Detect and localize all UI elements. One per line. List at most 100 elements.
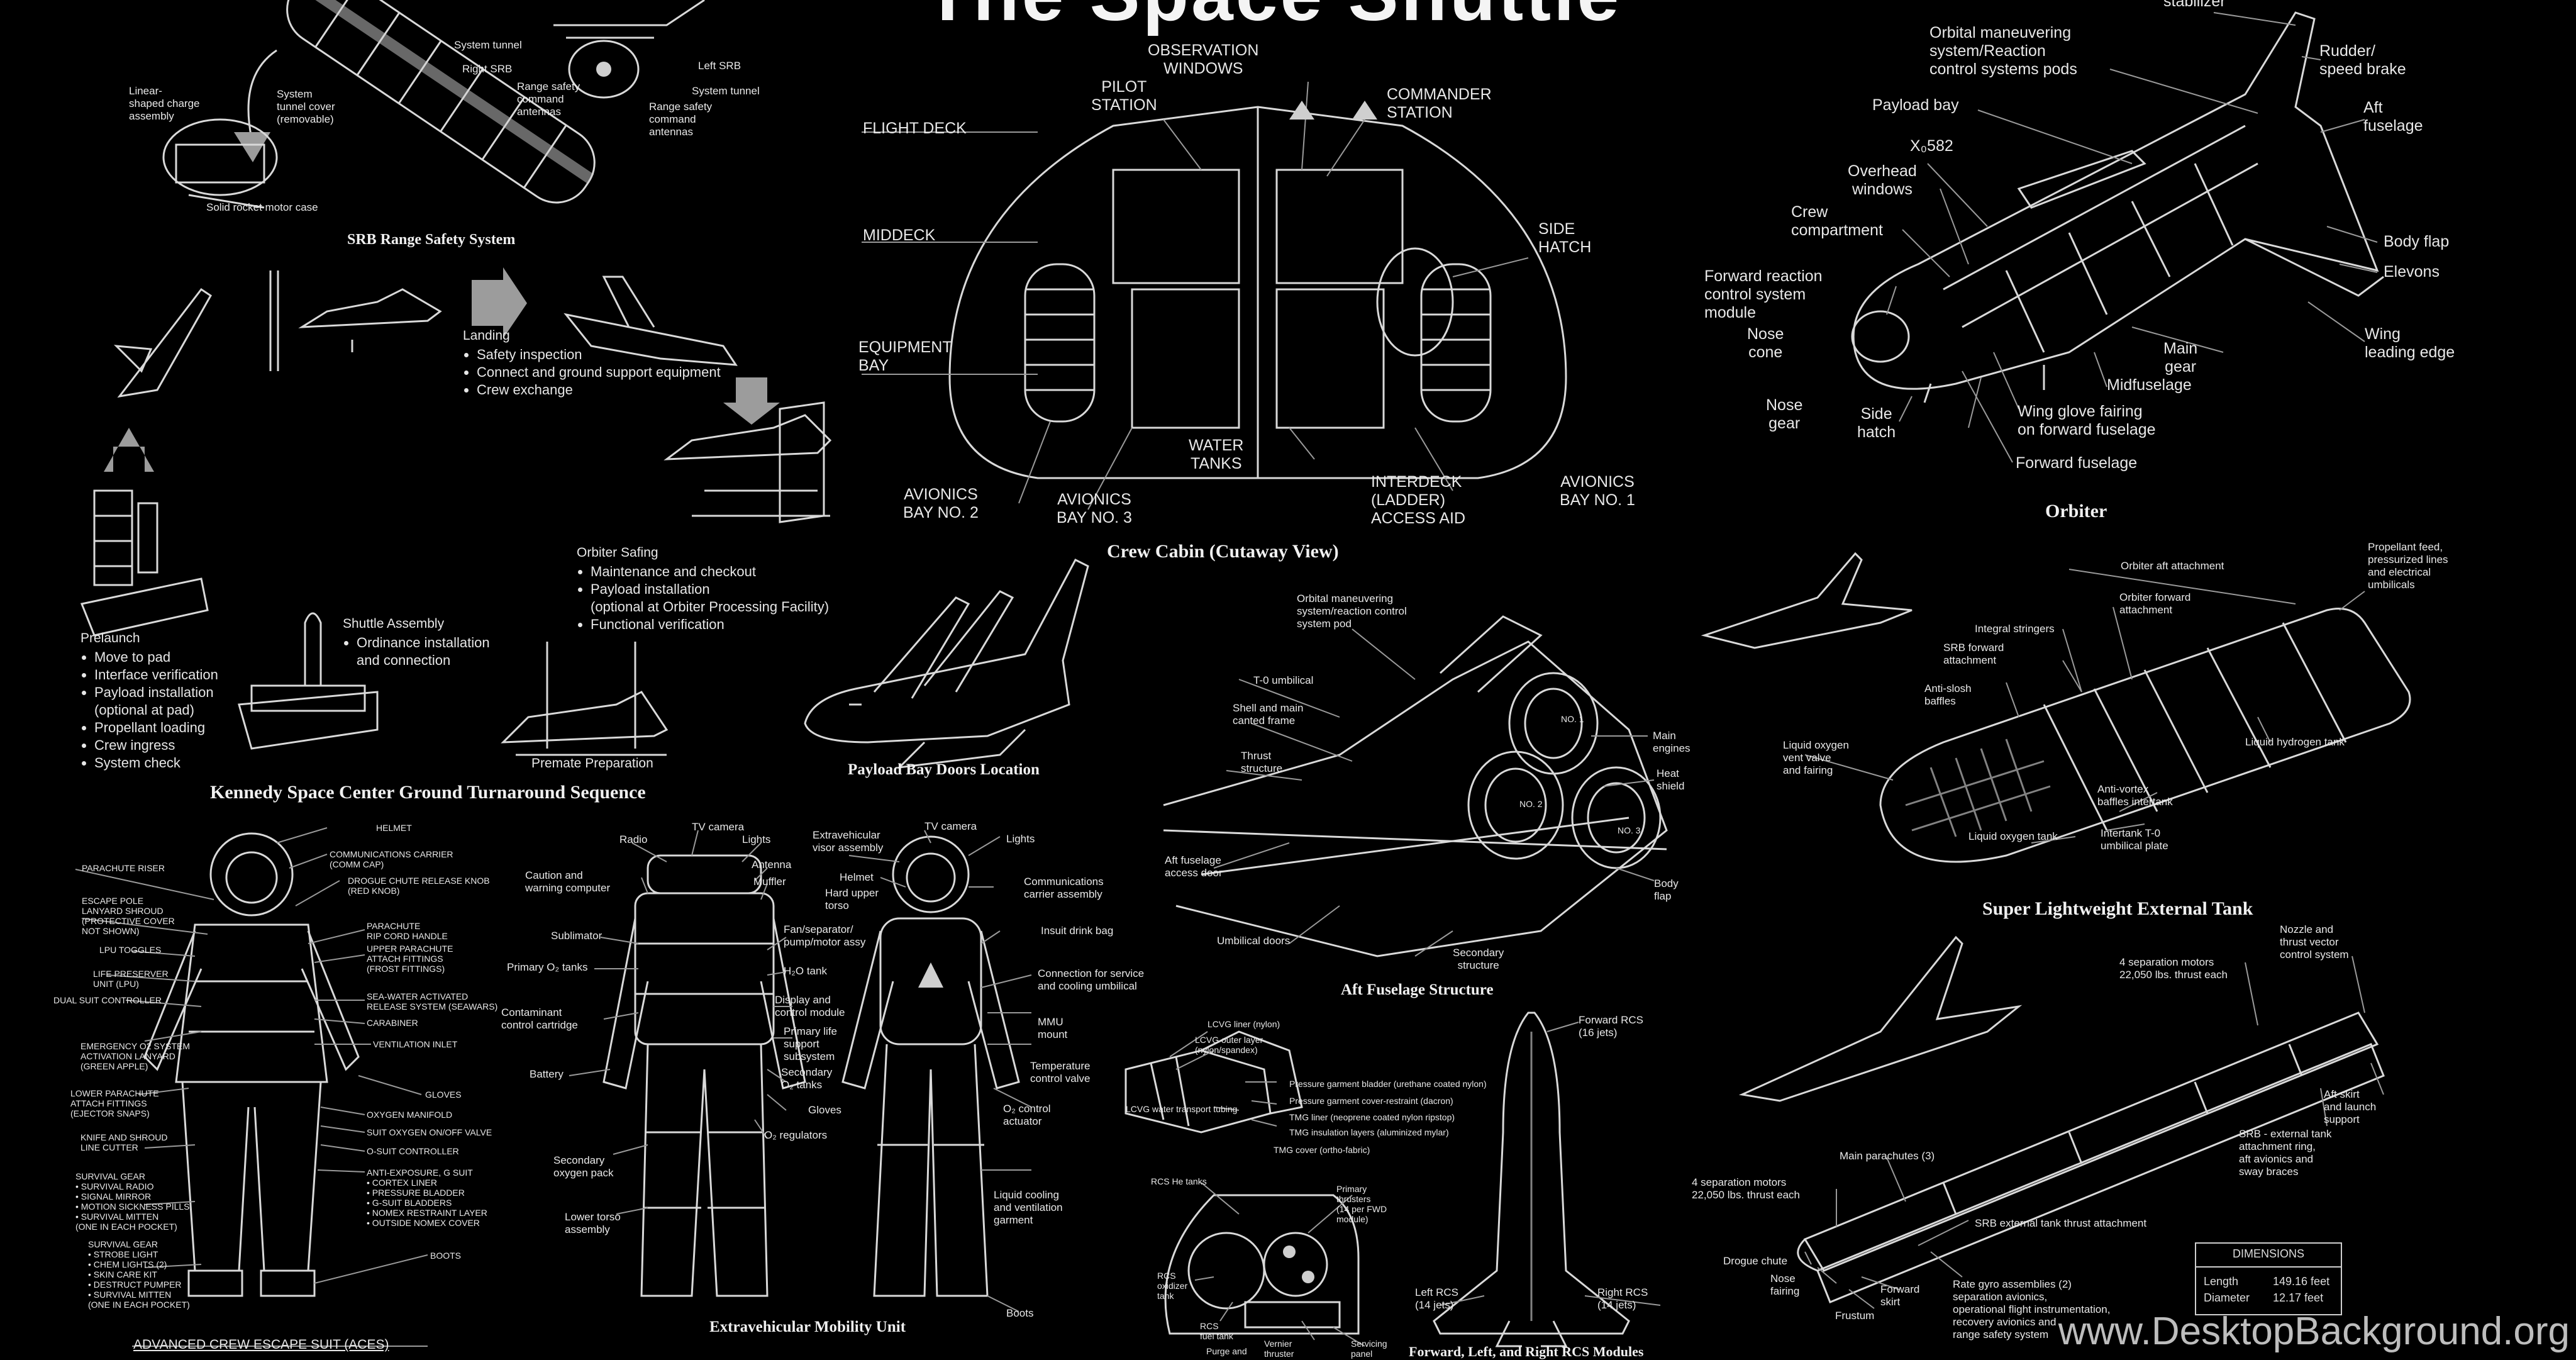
cabin-label-commander-station: COMMANDER STATION xyxy=(1387,86,1492,121)
emu-label-display-control: Display and control module xyxy=(775,994,845,1018)
emu-label-tv-camera-front: TV camera xyxy=(924,820,977,832)
aces-label-seawars: SEA-WATER ACTIVATED RELEASE SYSTEM (SEAW… xyxy=(367,991,498,1012)
emu-label-lower-torso: Lower torso assembly xyxy=(565,1211,621,1235)
emu-label-helmet: Helmet xyxy=(840,871,874,883)
cabin-arrow-up xyxy=(1352,101,1377,120)
rcs-label-vernier: Vernier thruster xyxy=(1264,1339,1294,1359)
orbiter-panel: stabilizer Orbital maneuvering system/Re… xyxy=(1692,0,2576,541)
dimensions-key: Length xyxy=(2204,1275,2239,1288)
payload-bay-panel: Payload Bay Doors Location xyxy=(799,547,1113,786)
ksc-safing-item: Payload installation (optional at Orbite… xyxy=(591,581,829,616)
orbiter-label-forward-rcs: Forward reaction control system module xyxy=(1704,267,1823,321)
aces-label-o-suit-controller: O-SUIT CONTROLLER xyxy=(367,1146,459,1156)
ksc-orbiter-glide xyxy=(114,287,212,398)
ksc-landing-item: Safety inspection xyxy=(477,346,721,364)
aft-label-umbilical-doors: Umbilical doors xyxy=(1217,935,1291,947)
aft-label-t0-umbilical: T-0 umbilical xyxy=(1253,674,1314,686)
emu-label-drink-bag: Insuit drink bag xyxy=(1041,925,1114,937)
aft-label-thrust-structure: Thrust structure xyxy=(1241,750,1283,774)
ksc-safing-item: Maintenance and checkout xyxy=(591,563,829,581)
srbstack-label-sep-motors-fwd: 4 separation motors 22,050 lbs. thrust e… xyxy=(1692,1176,1801,1201)
ksc-safing-item: Functional verification xyxy=(591,616,829,633)
srb-label-system-tunnel-right: System tunnel xyxy=(692,85,760,97)
payload-bay-drawing xyxy=(804,559,1089,769)
srb-label-right-srb: Right SRB xyxy=(462,63,513,75)
tank-label-anti-slosh: Anti-slosh baffles xyxy=(1924,683,1972,707)
orbiter-label-crew-compartment: Crew compartment xyxy=(1791,203,1883,239)
aft-label-engine-3: NO. 3 xyxy=(1618,825,1641,835)
ksc-premate xyxy=(501,642,669,756)
tank-label-srb-forward: SRB forward attachment xyxy=(1943,642,2004,666)
emu-label-visor: Extravehicular visor assembly xyxy=(813,829,884,854)
dimensions-divider xyxy=(2196,1266,2341,1268)
ksc-prelaunch-heading: Prelaunch xyxy=(80,631,140,645)
srb-label-motor-case: Solid rocket motor case xyxy=(206,201,318,213)
ksc-prelaunch-item: Move to pad xyxy=(94,649,218,666)
srbstack-label-nose-fairing: Nose fairing xyxy=(1770,1273,1800,1297)
emu-label-hard-upper-torso: Hard upper torso xyxy=(825,887,879,911)
glove-layers-panel: LCVG liner (nylon) LCVG outer layer (nyl… xyxy=(1113,1019,1516,1164)
emu-label-sublimator: Sublimator xyxy=(551,930,602,942)
aft-fuselage-panel: Orbital maneuvering system/reaction cont… xyxy=(1151,579,1692,1013)
ksc-prelaunch-item: Crew ingress xyxy=(94,737,218,754)
orbiter-label-midfuselage: Midfuselage xyxy=(2107,376,2192,394)
cabin-avionics-left xyxy=(1024,263,1096,423)
orbiter-label-wing-leading-edge: Wing leading edge xyxy=(2365,325,2455,361)
cabin-label-avionics-bay-1: AVIONICS BAY NO. 1 xyxy=(1560,473,1635,509)
srbstack-label-nozzle: Nozzle and thrust vector control system xyxy=(2280,923,2349,961)
aces-label-ventilation: VENTILATION INLET xyxy=(373,1039,458,1049)
srb-label-left-srb: Left SRB xyxy=(698,60,741,72)
aces-label-oxygen-valve: SUIT OXYGEN ON/OFF VALVE xyxy=(367,1127,492,1137)
ksc-landing-item: Crew exchange xyxy=(477,381,721,399)
emu-drawing xyxy=(569,830,1032,1312)
aces-label-survival-gear-1: SURVIVAL GEAR • SURVIVAL RADIO • SIGNAL … xyxy=(75,1171,190,1232)
dimensions-key: Diameter xyxy=(2204,1291,2250,1304)
tank-baffles xyxy=(1905,739,2051,837)
emu-label-caution-computer: Caution and warning computer xyxy=(525,869,611,894)
aft-label-heat-shield: Heat shield xyxy=(1657,767,1685,792)
orbiter-label-body-flap: Body flap xyxy=(2384,233,2450,250)
tank-orbiter-small xyxy=(1701,552,1913,649)
aces-label-emergency-o2: EMERGENCY O2 SYSTEM ACTIVATION LANYARD (… xyxy=(80,1041,191,1071)
rcs-modules-drawing xyxy=(1164,1012,1661,1347)
dimensions-row: Length 149.16 feet xyxy=(2204,1275,2329,1288)
emu-label-secondary-oxygen: Secondary oxygen pack xyxy=(553,1154,614,1179)
tank-label-orbiter-forward: Orbiter forward attachment xyxy=(2119,591,2191,616)
emu-label-lcvg: Liquid cooling and ventilation garment xyxy=(994,1189,1063,1226)
ksc-arrow-right xyxy=(472,267,527,338)
glove-label-tmg-insulation: TMG insulation layers (aluminized mylar) xyxy=(1289,1127,1449,1137)
srb-label-system-tunnel: System tunnel xyxy=(454,39,522,51)
ksc-prelaunch-item: Propellant loading xyxy=(94,719,218,737)
ksc-assembly-heading: Shuttle Assembly xyxy=(343,616,445,631)
emu-panel: Radio TV camera Lights Caution and warni… xyxy=(491,818,1144,1359)
rcs-label-fuel-tank: RCS fuel tank xyxy=(1200,1321,1233,1341)
cabin-label-interdeck: INTERDECK (LADDER) ACCESS AID xyxy=(1371,473,1466,527)
aft-engine-2 xyxy=(1467,750,1564,860)
srbstack-label-frustum: Frustum xyxy=(1835,1310,1875,1322)
orbiter-label-stabilizer: stabilizer xyxy=(2163,0,2226,10)
cabin-side-hatch xyxy=(1376,247,1454,357)
watermark: www.DesktopBackground.org xyxy=(2058,1310,2570,1353)
tank-label-lox-vent: Liquid oxygen vent valve and fairing xyxy=(1783,739,1849,776)
srb-stack-panel: Nozzle and thrust vector control system … xyxy=(1692,923,2576,1359)
glove-label-tmg-cover: TMG cover (ortho-fabric) xyxy=(1274,1145,1370,1155)
aft-label-body-flap: Body flap xyxy=(1654,878,1679,902)
ksc-turnaround-caption: Kennedy Space Center Ground Turnaround S… xyxy=(210,782,646,803)
aces-label-comm-carrier: COMMUNICATIONS CARRIER (COMM CAP) xyxy=(330,849,453,869)
emu-label-service-connection: Connection for service and cooling umbil… xyxy=(1038,967,1145,992)
rcs-module-cutaway xyxy=(1164,1194,1360,1335)
srb-range-safety-panel: System tunnel Right SRB Left SRB Linear-… xyxy=(0,0,818,252)
srbstack-label-aft-skirt: Aft skirt and launch support xyxy=(2324,1088,2377,1125)
dimensions-box: DIMENSIONS Length 149.16 feet Diameter 1… xyxy=(2195,1242,2342,1315)
aces-label-lpu: LIFE PRESERVER UNIT (LPU) xyxy=(93,969,169,989)
ksc-orbiter-processing xyxy=(663,401,832,523)
orbiter-label-aft-fuselage: Aft fuselage xyxy=(2363,99,2423,135)
aces-label-upper-parachute: UPPER PARACHUTE ATTACH FITTINGS (FROST F… xyxy=(367,944,453,974)
cabin-label-pilot-station: PILOT STATION xyxy=(1091,78,1157,114)
ksc-assembly-list: Ordinance installation and connection xyxy=(343,634,490,669)
emu-label-lights-front: Lights xyxy=(1006,833,1035,845)
ksc-turnaround-drawing xyxy=(80,267,832,756)
aft-engine-3 xyxy=(1571,766,1662,869)
aces-label-parachute-riser: PARACHUTE RISER xyxy=(82,863,165,873)
tank-label-lh2-tank: Liquid hydrogen tank xyxy=(2245,736,2345,748)
